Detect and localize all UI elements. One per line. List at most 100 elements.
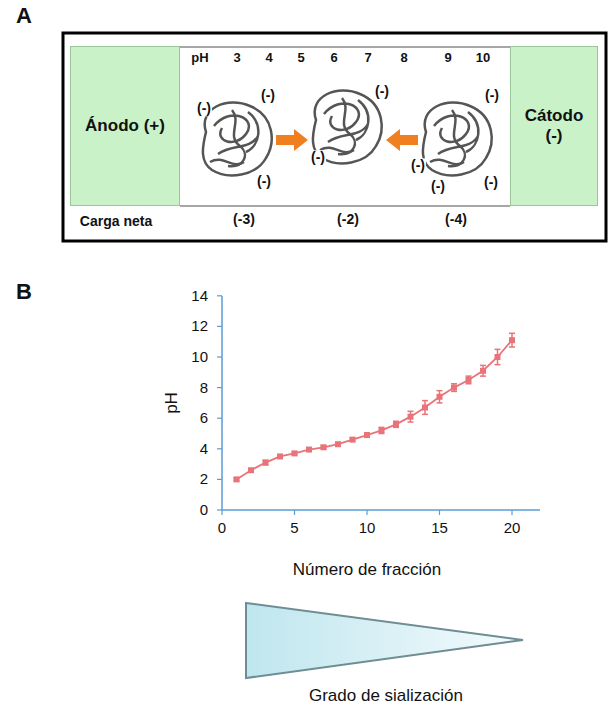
charge-sign: (-): [310, 150, 326, 165]
ph-value: 8: [400, 51, 407, 65]
axis-ticks: [217, 296, 512, 515]
data-point: [408, 414, 414, 420]
stroke: [217, 387, 222, 388]
stroke: [509, 346, 515, 348]
data-line: [237, 340, 513, 479]
data-series: [234, 333, 516, 482]
stroke: [217, 448, 222, 449]
wedge-shape: [236, 598, 536, 682]
migration-arrow: [276, 129, 418, 151]
cathode-box: Cátodo (-): [510, 46, 598, 206]
data-point: [393, 421, 399, 427]
net-charge: (-4): [445, 212, 467, 227]
charge-sign: (-): [484, 88, 500, 103]
data-point: [466, 377, 472, 383]
y-tick: 2: [200, 471, 208, 488]
charge-sign: (-): [374, 84, 390, 99]
electrode-label: Ánodo (+): [85, 116, 165, 136]
x-tick: 0: [218, 520, 226, 537]
stroke: [217, 356, 222, 357]
stroke: [451, 391, 457, 393]
stroke: [294, 510, 295, 515]
charge-sign: (-): [260, 88, 276, 103]
stroke: [466, 383, 472, 385]
y-tick: 14: [191, 288, 208, 305]
stroke: [495, 349, 501, 351]
data-point: [509, 337, 515, 343]
ph-value: 6: [330, 51, 337, 65]
y-tick: 10: [191, 349, 208, 366]
wedge-caption: Grado de sialización: [236, 686, 536, 706]
ph-value: 4: [265, 51, 272, 65]
stroke: [217, 295, 222, 296]
x-tick: 5: [290, 520, 298, 537]
stroke: [422, 400, 428, 402]
data-point: [350, 437, 356, 443]
stroke: [408, 411, 414, 413]
stroke: [217, 326, 222, 327]
charge-sign: (-): [483, 175, 499, 190]
charge-sign: (-): [410, 158, 426, 173]
gel-frame: [63, 33, 606, 241]
ph-value: 3: [233, 51, 240, 65]
electrode-label: Cátodo (-): [515, 106, 593, 146]
chart-axis: [222, 296, 540, 510]
stroke: [217, 509, 222, 510]
stroke: [221, 510, 222, 515]
panel-letter: A: [16, 4, 32, 28]
stroke: [480, 375, 486, 377]
stroke: [511, 510, 512, 515]
data-point: [277, 453, 283, 459]
stroke: [422, 414, 428, 416]
y-tick: 0: [200, 502, 208, 519]
stroke: [439, 510, 440, 515]
data-point: [422, 404, 428, 410]
sialylation-wedge: Grado de sialización: [236, 598, 536, 714]
stroke: [217, 418, 222, 419]
data-point: [451, 385, 457, 391]
data-point: [379, 427, 385, 433]
y-tick: 6: [200, 410, 208, 427]
protein-blob: [423, 102, 492, 175]
y-tick: 8: [200, 379, 208, 396]
stroke: [437, 390, 443, 392]
stroke: [451, 383, 457, 385]
data-point: [480, 368, 486, 374]
stroke: [437, 402, 443, 404]
stroke: [480, 365, 486, 367]
data-point: [292, 450, 298, 456]
data-point: [364, 432, 370, 438]
strip-edge: [180, 46, 510, 48]
data-point: [321, 444, 327, 450]
net-charge-title: Carga neta: [80, 214, 152, 229]
protein-blob: [203, 102, 272, 175]
stroke: [408, 421, 414, 423]
stroke: [466, 375, 472, 377]
ph-value: 10: [476, 51, 490, 65]
data-point: [495, 354, 501, 360]
ph-value: 9: [444, 51, 451, 65]
ph-value: 7: [364, 51, 371, 65]
ph-title: pH: [191, 51, 208, 65]
stroke: [366, 510, 367, 515]
y-axis-title: pH: [163, 392, 182, 414]
stroke: [495, 364, 501, 366]
net-charge: (-3): [233, 212, 255, 227]
ph-value: 5: [297, 51, 304, 65]
charge-sign: (-): [256, 174, 272, 189]
anode-box: Ánodo (+): [70, 46, 180, 206]
charge-sign: (-): [196, 101, 212, 116]
charge-sign: (-): [430, 179, 446, 194]
x-tick: 10: [359, 520, 376, 537]
stroke: [217, 479, 222, 480]
x-tick: 15: [431, 520, 448, 537]
stroke: [509, 333, 515, 335]
data-point: [335, 441, 341, 447]
wedge-outline: [246, 603, 523, 678]
x-tick: 20: [504, 520, 521, 537]
y-tick: 12: [191, 318, 208, 335]
data-point: [437, 394, 443, 400]
data-point: [306, 447, 312, 453]
data-point: [248, 467, 254, 473]
data-point: [234, 476, 240, 482]
